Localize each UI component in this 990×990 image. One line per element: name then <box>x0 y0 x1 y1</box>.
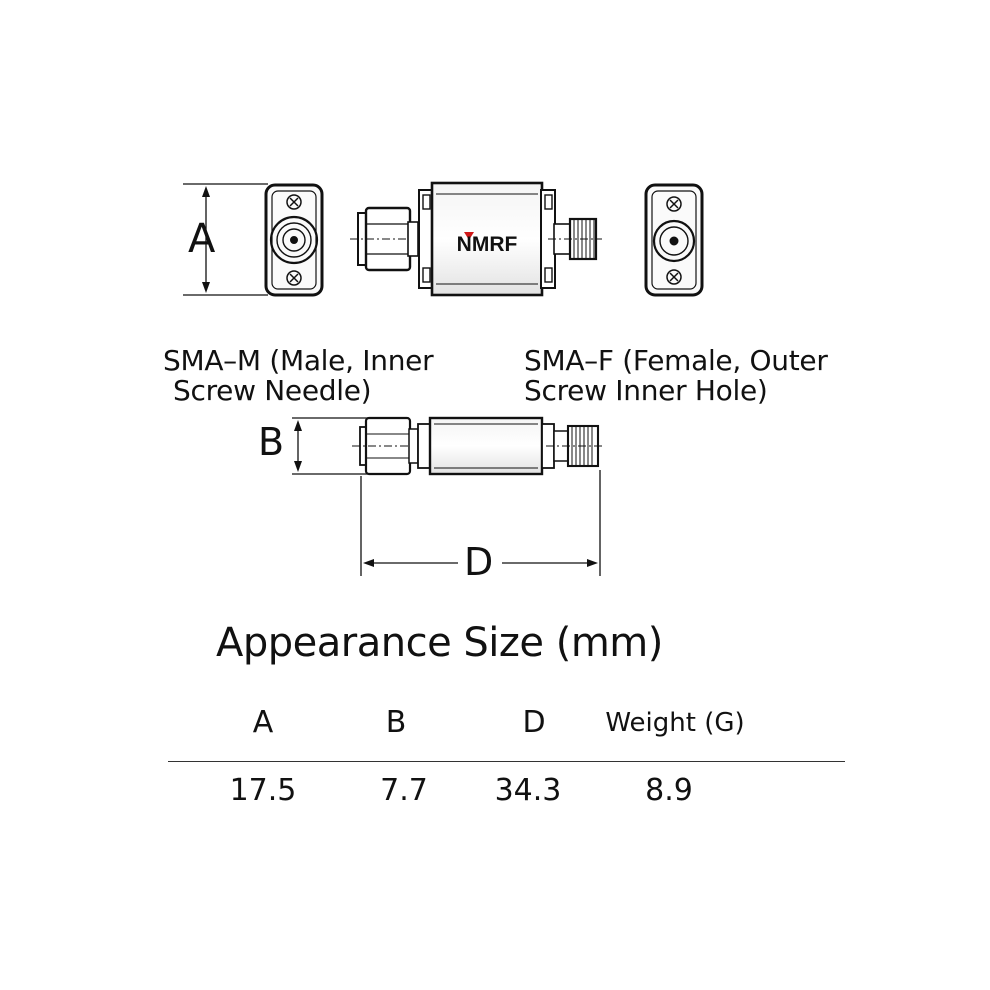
male-connector-note-line1: SMA–M (Male, Inner <box>163 344 434 377</box>
filter-top-view <box>350 181 602 297</box>
female-connector-note: SMA–F (Female, Outer Screw Inner Hole) <box>524 346 828 406</box>
table-value-a: 17.5 <box>229 773 297 808</box>
screw-cross-icon <box>286 194 302 210</box>
table-value-b: 7.7 <box>380 773 428 808</box>
dimension-b-label: B <box>258 420 285 464</box>
table-title: Appearance Size (mm) <box>216 620 663 666</box>
dimension-d-label: D <box>464 540 494 584</box>
table-header-d: D <box>522 705 546 740</box>
table-divider <box>168 761 845 762</box>
dimension-b-lines <box>292 417 368 475</box>
filter-side-view <box>352 416 604 476</box>
female-end-face-icon <box>644 183 704 297</box>
dimension-a-lines <box>183 183 268 296</box>
male-end-face-icon <box>264 183 324 297</box>
male-connector-note: SMA–M (Male, Inner Screw Needle) <box>163 344 434 407</box>
screw-cross-icon <box>286 270 302 286</box>
dimension-d-lines <box>360 470 601 576</box>
brand-logo: NMRF <box>457 232 518 256</box>
table-header-a: A <box>252 705 274 740</box>
female-connector-note-line2: Screw Inner Hole) <box>524 374 768 407</box>
brand-logo-text: NMRF <box>457 233 518 256</box>
screw-cross-icon <box>666 196 682 212</box>
table-value-d: 34.3 <box>494 773 562 808</box>
dimension-a-label: A <box>188 216 216 262</box>
female-connector-note-line1: SMA–F (Female, Outer <box>524 344 828 377</box>
table-header-weight: Weight (G) <box>605 708 745 738</box>
table-header-b: B <box>385 705 407 740</box>
table-value-weight: 8.9 <box>645 773 693 808</box>
male-connector-note-line2: Screw Needle) <box>173 374 372 407</box>
screw-cross-icon <box>666 269 682 285</box>
